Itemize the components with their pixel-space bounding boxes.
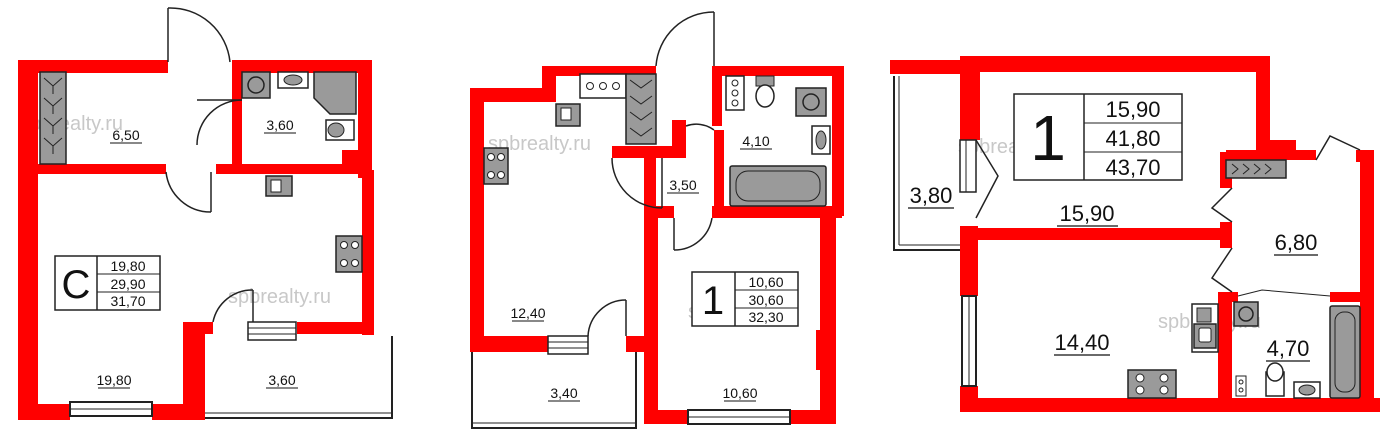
area-legend: С 19,80 29,90 31,70 — [54, 255, 161, 311]
wall — [820, 210, 836, 424]
room-area: 10,60 — [722, 385, 757, 401]
plan-2: 1 10,60 30,60 32,30 12,40 3,50 4,10 10,6… — [470, 11, 844, 429]
living-area: 19,80 — [110, 258, 145, 274]
room-area: 4,10 — [742, 133, 769, 149]
area-legend: 1 15,90 41,80 43,70 — [1013, 93, 1183, 181]
wall — [1256, 56, 1270, 146]
wall — [960, 398, 1380, 412]
wall — [216, 164, 372, 174]
room-area: 14,40 — [1054, 330, 1109, 355]
plan-1: С 19,80 29,90 31,70 6,50 3,60 19,80 3,60 — [18, 7, 393, 420]
wall — [232, 60, 370, 73]
total-area-with-balcony: 32,30 — [748, 309, 783, 325]
bathtub — [729, 165, 827, 207]
plan-3: 1 15,90 41,80 43,70 3,80 15,90 6,80 14,4… — [890, 56, 1380, 412]
wall — [644, 210, 658, 424]
room-area: 3,80 — [910, 183, 953, 208]
wall — [183, 322, 213, 334]
living-area: 15,90 — [1105, 97, 1160, 122]
wall — [832, 66, 844, 216]
total-area-with-balcony: 43,70 — [1105, 155, 1160, 180]
washer — [795, 87, 827, 117]
unit-type: С — [62, 263, 91, 307]
stove — [1127, 369, 1177, 399]
wall — [960, 226, 978, 296]
room-area: 15,90 — [1059, 201, 1114, 226]
wall — [470, 336, 548, 352]
balcony-outline — [893, 76, 962, 251]
room-area: 4,70 — [1267, 336, 1310, 361]
wall — [183, 322, 205, 420]
wall — [297, 322, 374, 334]
room-area: 12,40 — [510, 305, 545, 321]
entrance-door — [1315, 135, 1361, 161]
balcony-outline — [471, 352, 637, 429]
wall — [18, 60, 38, 420]
unit-type: 1 — [1030, 102, 1066, 174]
washer — [241, 71, 271, 99]
room-area: 3,60 — [268, 372, 295, 388]
watermark: spbrealty.ru — [228, 286, 331, 308]
shower — [313, 71, 357, 115]
wall — [232, 60, 242, 170]
washer — [1233, 301, 1259, 327]
room-area: 3,40 — [550, 385, 577, 401]
wall — [18, 164, 166, 174]
living-area: 10,60 — [748, 274, 783, 290]
wardrobe — [625, 73, 657, 145]
total-area: 29,90 — [110, 276, 145, 292]
wall — [890, 60, 972, 74]
wall — [470, 88, 546, 102]
room-area: 19,80 — [96, 372, 131, 388]
wall — [358, 60, 372, 178]
room-area: 6,80 — [1275, 230, 1318, 255]
wall — [18, 404, 70, 420]
balcony-outline — [199, 336, 393, 419]
wall — [1218, 292, 1232, 408]
wardrobe — [1225, 159, 1287, 179]
entrance-door — [167, 7, 231, 63]
wall — [18, 60, 168, 73]
room-area: 6,50 — [112, 127, 139, 143]
wall — [542, 66, 656, 76]
room-area: 3,50 — [669, 177, 696, 193]
watermark: spbrealty.ru — [488, 133, 591, 155]
wall — [712, 66, 722, 126]
unit-type: 1 — [702, 279, 724, 323]
wall — [362, 170, 374, 335]
area-legend: 1 10,60 30,60 32,30 — [691, 271, 799, 327]
wall — [470, 88, 484, 352]
total-area: 41,80 — [1105, 126, 1160, 151]
wall — [974, 228, 1230, 240]
wall — [960, 56, 1270, 72]
room-area: 3,60 — [266, 117, 293, 133]
wall — [712, 206, 842, 218]
entrance-door — [655, 11, 715, 67]
stove — [483, 147, 509, 185]
total-area-with-balcony: 31,70 — [110, 293, 145, 309]
total-area: 30,60 — [748, 292, 783, 308]
wall — [714, 66, 844, 76]
wall — [1360, 150, 1374, 412]
bathtub — [1329, 305, 1361, 399]
stove — [335, 235, 363, 273]
wall — [960, 60, 980, 140]
